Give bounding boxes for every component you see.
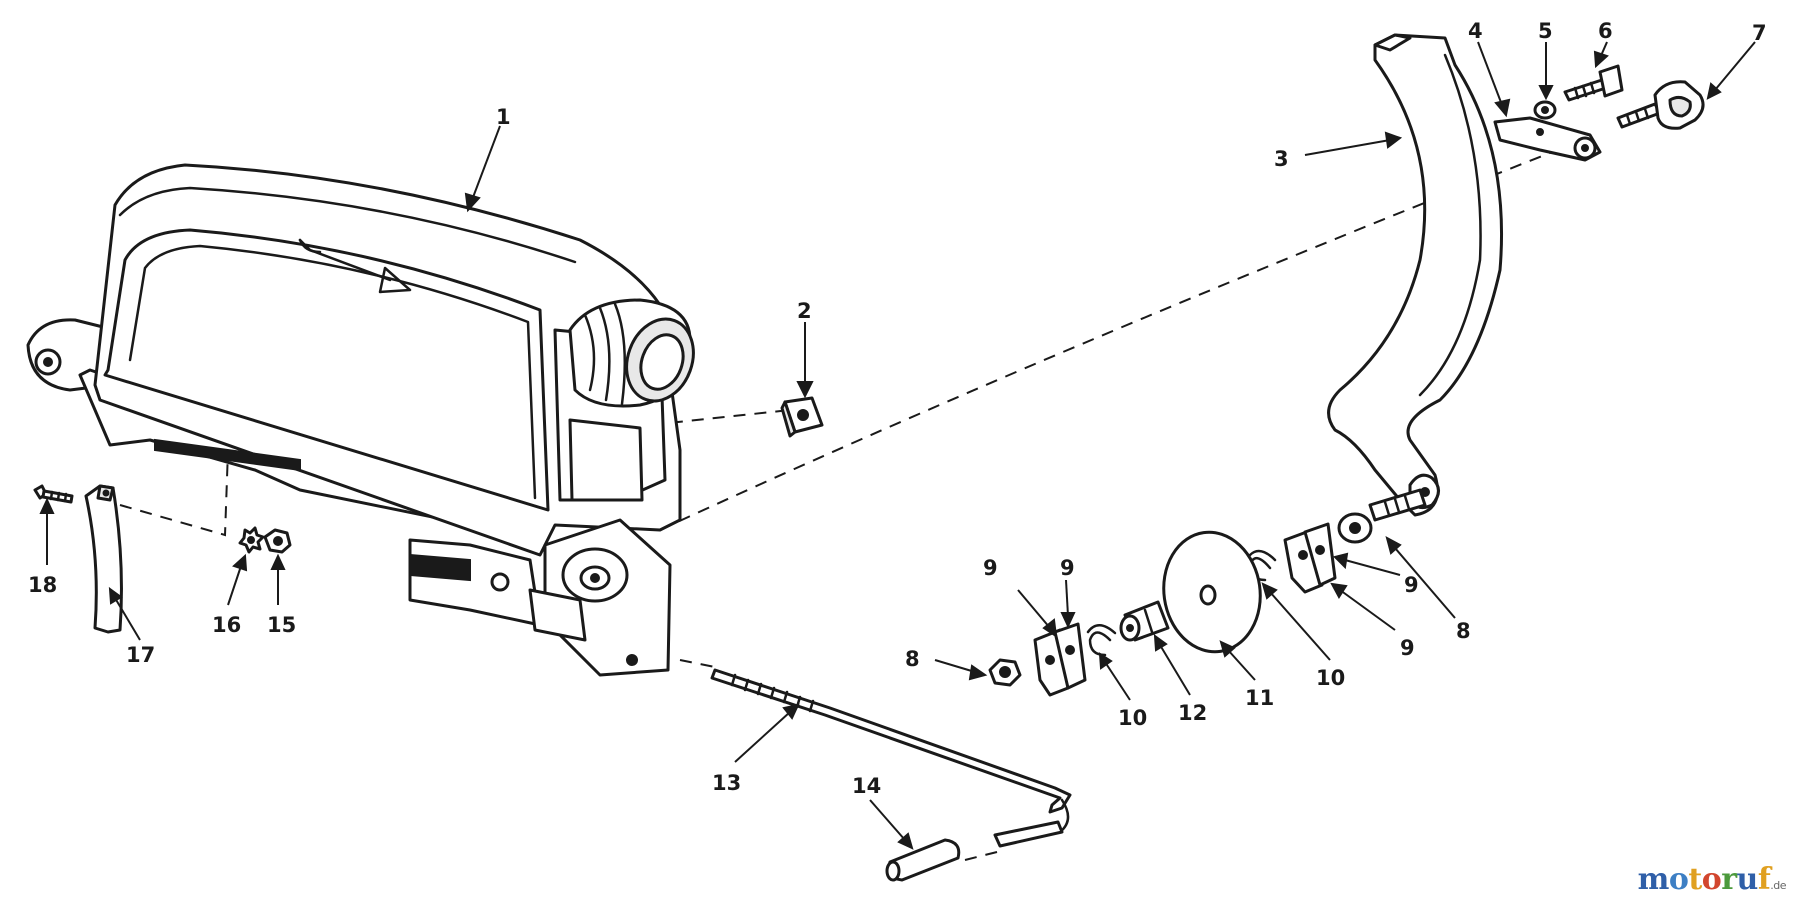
part-1-blade-guard [26,163,695,677]
motoruf-watermark: motoruf.de [1638,862,1787,897]
callout-9-right-a: 9 [1400,636,1415,660]
callout-8-upper: 8 [1456,619,1471,643]
watermark-letter: m [1637,862,1670,897]
callout-9-right-b: 9 [1404,573,1419,597]
part-13-threaded-rod [710,668,1072,848]
callout-7: 7 [1752,21,1767,45]
callout-labels: 1 2 3 4 5 6 7 8 8 9 9 9 9 10 10 11 12 13… [28,19,1767,798]
part-8-nut-lower [988,658,1022,687]
watermark-letter: r [1721,862,1737,897]
part-10-ring-left [1086,624,1117,657]
watermark-letter: o [1701,862,1722,897]
callout-12: 12 [1178,701,1207,725]
watermark-letter: u [1736,862,1759,897]
callout-16: 16 [212,613,241,637]
part-3-support-arm [1327,33,1504,517]
part-18-screw [33,484,74,504]
callout-6: 6 [1598,19,1613,43]
part-7-wing-screw [1616,80,1705,130]
part-2-square-nut [780,396,824,438]
callout-9-left-b: 9 [1060,556,1075,580]
callout-17: 17 [126,643,155,667]
watermark-letter: t [1688,862,1702,897]
callout-1: 1 [496,105,511,129]
callout-15: 15 [267,613,296,637]
callout-3: 3 [1274,147,1289,171]
part-5-washer [1533,100,1557,120]
callout-10-right: 10 [1316,666,1345,690]
watermark-letter: o [1668,862,1689,897]
part-17-spring-strip [84,484,123,634]
part-12-spacer [1119,600,1170,642]
part-14-grip-sleeve [885,838,961,882]
callout-14: 14 [852,774,881,798]
part-9-clip-plates-right [1283,522,1337,594]
callout-11: 11 [1245,686,1274,710]
watermark-logo: motoruf [1638,862,1771,897]
part-15-nut [263,528,292,554]
callout-18: 18 [28,573,57,597]
part-9-clip-plates-left [1033,622,1087,697]
part-8-nut-upper [1337,488,1427,544]
part-16-star-washer [238,526,265,554]
callout-5: 5 [1538,19,1553,43]
callout-4: 4 [1468,19,1483,43]
callout-13: 13 [712,771,741,795]
part-11-disc [1162,530,1262,654]
watermark-letter: f [1757,862,1771,897]
callout-2: 2 [797,299,812,323]
callout-10-left: 10 [1118,706,1147,730]
part-6-screw [1563,64,1624,102]
callout-8-lower: 8 [905,647,920,671]
watermark-suffix: .de [1770,879,1786,892]
part-4-bracket-clip [1493,116,1602,162]
callout-9-left-a: 9 [983,556,998,580]
leader-arrows [39,41,1756,850]
